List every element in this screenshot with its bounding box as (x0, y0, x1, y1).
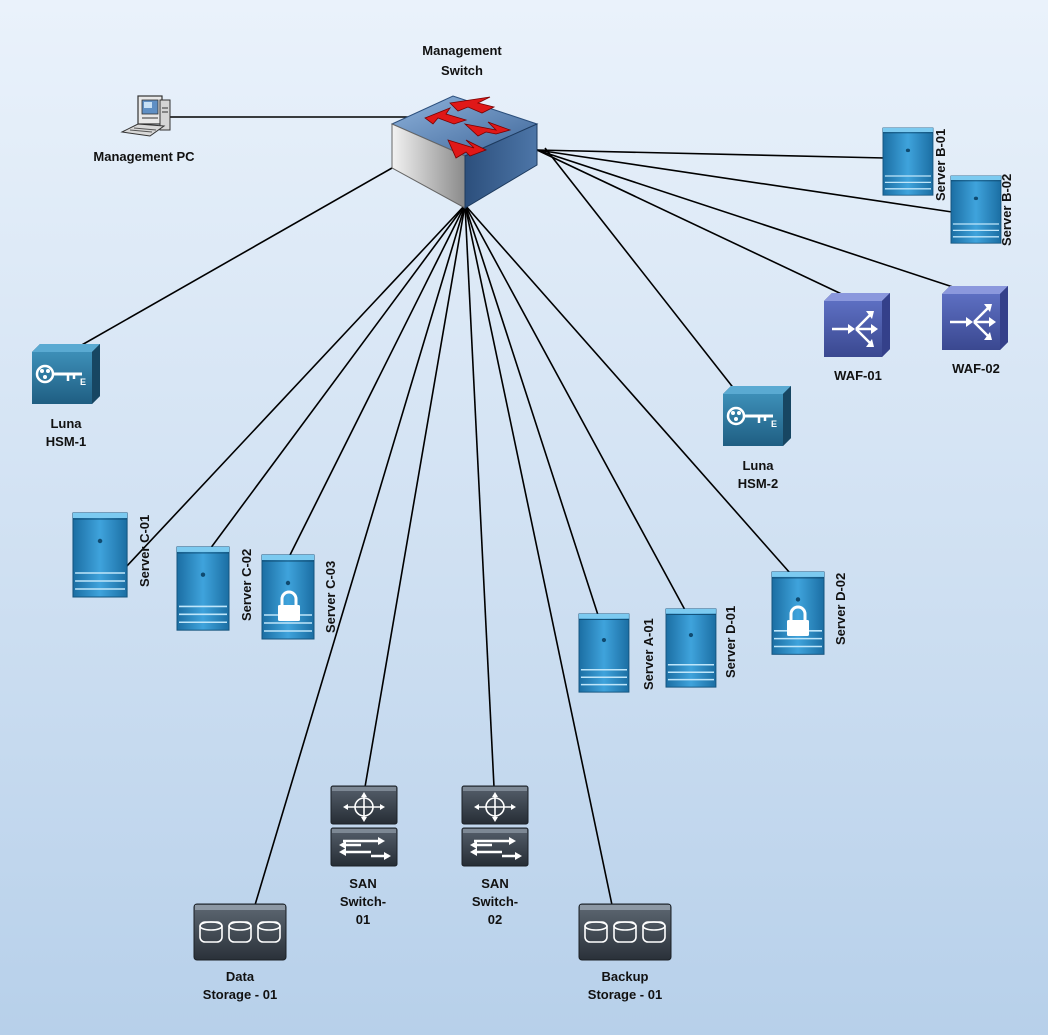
link-server-b02 (536, 149, 953, 213)
server-icon (771, 571, 825, 656)
san-switch-01-label-line2: Switch- (340, 894, 386, 909)
server-b01[interactable]: Server B-01 (882, 127, 948, 201)
switch-arrows-icon (424, 96, 512, 159)
links (79, 116, 963, 906)
waf-router-icon (940, 284, 1010, 352)
waf-02[interactable]: WAF-02 (940, 284, 1010, 376)
waf-01[interactable]: WAF-01 (822, 291, 892, 383)
luna-hsm-2-label-line2: HSM-2 (738, 476, 778, 491)
backup-storage-01[interactable]: Backup Storage - 01 (578, 903, 672, 1002)
data-storage-label-line2: Storage - 01 (203, 987, 277, 1002)
san-switch-01-label-line3: 01 (356, 912, 370, 927)
link-san01 (364, 204, 466, 788)
link-data-storage (254, 204, 466, 906)
link-waf02 (536, 149, 963, 291)
san-switch-02[interactable]: SAN Switch- 02 (460, 784, 530, 927)
san-switch-02-label-line1: SAN (481, 876, 508, 891)
link-san02 (464, 204, 495, 788)
waf-router-icon (822, 291, 892, 359)
server-a01-label: Server A-01 (641, 618, 656, 690)
server-c01-label: Server C-01 (137, 515, 152, 587)
waf-02-label: WAF-02 (952, 361, 1000, 376)
luna-hsm-1[interactable]: Luna HSM-1 (30, 342, 102, 449)
server-b01-label: Server B-01 (933, 129, 948, 201)
server-icon (882, 127, 934, 196)
server-c01[interactable]: Server C-01 (72, 512, 152, 598)
waf-01-label: WAF-01 (834, 368, 882, 383)
luna-hsm-2-label-line1: Luna (742, 458, 774, 473)
data-storage-01[interactable]: Data Storage - 01 (193, 903, 287, 1002)
san-switch-01-label-line1: SAN (349, 876, 376, 891)
link-server-d02 (464, 204, 791, 574)
server-icon (176, 546, 230, 631)
storage-array-icon (193, 903, 287, 961)
link-backup-storage (464, 204, 613, 906)
management-switch-label-line1: Management (422, 43, 502, 58)
server-c02-label: Server C-02 (239, 549, 254, 621)
server-c03[interactable]: Server C-03 (261, 554, 338, 640)
management-pc[interactable]: Management PC (93, 95, 195, 164)
server-icon (72, 512, 128, 598)
backup-storage-label-line1: Backup (602, 969, 649, 984)
server-c03-label: Server C-03 (323, 561, 338, 633)
data-storage-label-line1: Data (226, 969, 255, 984)
san-switch-icon (329, 784, 399, 868)
link-server-a01 (464, 204, 599, 616)
server-c02[interactable]: Server C-02 (176, 546, 254, 631)
san-switch-02-label-line3: 02 (488, 912, 502, 927)
san-switch-icon (460, 784, 530, 868)
workstation-icon (120, 95, 171, 137)
server-d01[interactable]: Server D-01 (665, 606, 738, 688)
link-hsm1 (79, 167, 393, 347)
server-d01-label: Server D-01 (723, 606, 738, 678)
hsm-key-icon (721, 384, 793, 448)
management-switch-label-line2: Switch (441, 63, 483, 78)
link-server-d01 (464, 204, 686, 611)
luna-hsm-1-label-line2: HSM-1 (46, 434, 86, 449)
server-b02[interactable]: Server B-02 (950, 174, 1014, 246)
server-b02-label: Server B-02 (999, 174, 1014, 246)
link-server-c02 (209, 204, 466, 550)
hsm-key-icon (30, 342, 102, 406)
luna-hsm-1-label-line1: Luna (50, 416, 82, 431)
server-icon (950, 175, 1002, 244)
luna-hsm-2[interactable]: Luna HSM-2 (721, 384, 793, 491)
link-hsm2 (544, 147, 736, 391)
server-d02[interactable]: Server D-02 (771, 571, 848, 656)
server-icon (665, 608, 717, 688)
management-pc-label: Management PC (93, 149, 195, 164)
link-server-b01 (536, 149, 886, 159)
san-switch-02-label-line2: Switch- (472, 894, 518, 909)
link-waf01 (536, 149, 851, 299)
server-icon (261, 554, 315, 640)
link-server-c01 (125, 204, 466, 568)
san-switch-01[interactable]: SAN Switch- 01 (329, 784, 399, 927)
link-server-c03 (288, 204, 466, 558)
server-icon (578, 613, 630, 693)
server-d02-label: Server D-02 (833, 573, 848, 645)
storage-array-icon (578, 903, 672, 961)
server-a01[interactable]: Server A-01 (578, 613, 656, 693)
management-switch[interactable]: Management Switch (390, 43, 539, 209)
backup-storage-label-line2: Storage - 01 (588, 987, 662, 1002)
